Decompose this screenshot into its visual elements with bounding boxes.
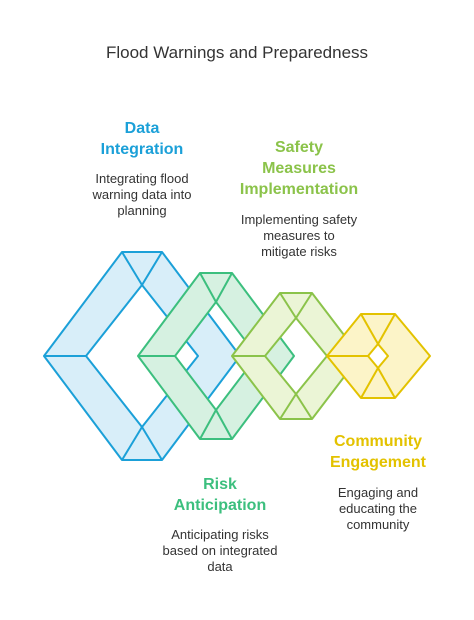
heading-line: Data <box>124 120 160 137</box>
description-line: data <box>207 559 233 574</box>
heading-line: Integration <box>100 141 184 158</box>
heading-line: Community <box>334 433 422 450</box>
safety-measures-description: Implementing safety measures to mitigate… <box>229 212 369 260</box>
heading-line: Measures <box>262 160 336 177</box>
data-integration-description: Integrating flood warning data into plan… <box>72 171 212 219</box>
description-line: Engaging and <box>337 485 419 500</box>
community-engagement-heading: Community Engagement <box>316 431 440 473</box>
community-engagement-description: Engaging and educating the community <box>318 485 438 533</box>
community-engagement-hexagon <box>326 313 431 399</box>
safety-measures-heading: Safety Measures Implementation <box>228 137 370 200</box>
heading-line: Anticipation <box>173 497 267 514</box>
description-line: based on integrated <box>162 543 278 558</box>
description-line: warning data into <box>92 187 192 202</box>
heading-line: Implementation <box>239 181 359 198</box>
risk-anticipation-heading: Risk Anticipation <box>160 474 280 516</box>
description-line: Anticipating risks <box>171 527 269 542</box>
description-line: Implementing safety <box>240 212 358 227</box>
heading-line: Risk <box>203 476 237 493</box>
heading-line: Safety <box>274 139 324 156</box>
description-line: measures to <box>263 228 335 243</box>
description-line: Integrating flood <box>95 171 189 186</box>
description-line: educating the <box>338 501 418 516</box>
heading-line: Engagement <box>329 454 426 471</box>
description-line: community <box>346 517 410 532</box>
data-integration-heading: Data Integration <box>82 118 202 160</box>
risk-anticipation-description: Anticipating risks based on integrated d… <box>150 527 290 575</box>
diagram-title: Flood Warnings and Preparedness <box>105 43 369 62</box>
description-line: mitigate risks <box>261 244 337 259</box>
description-line: planning <box>117 203 167 218</box>
